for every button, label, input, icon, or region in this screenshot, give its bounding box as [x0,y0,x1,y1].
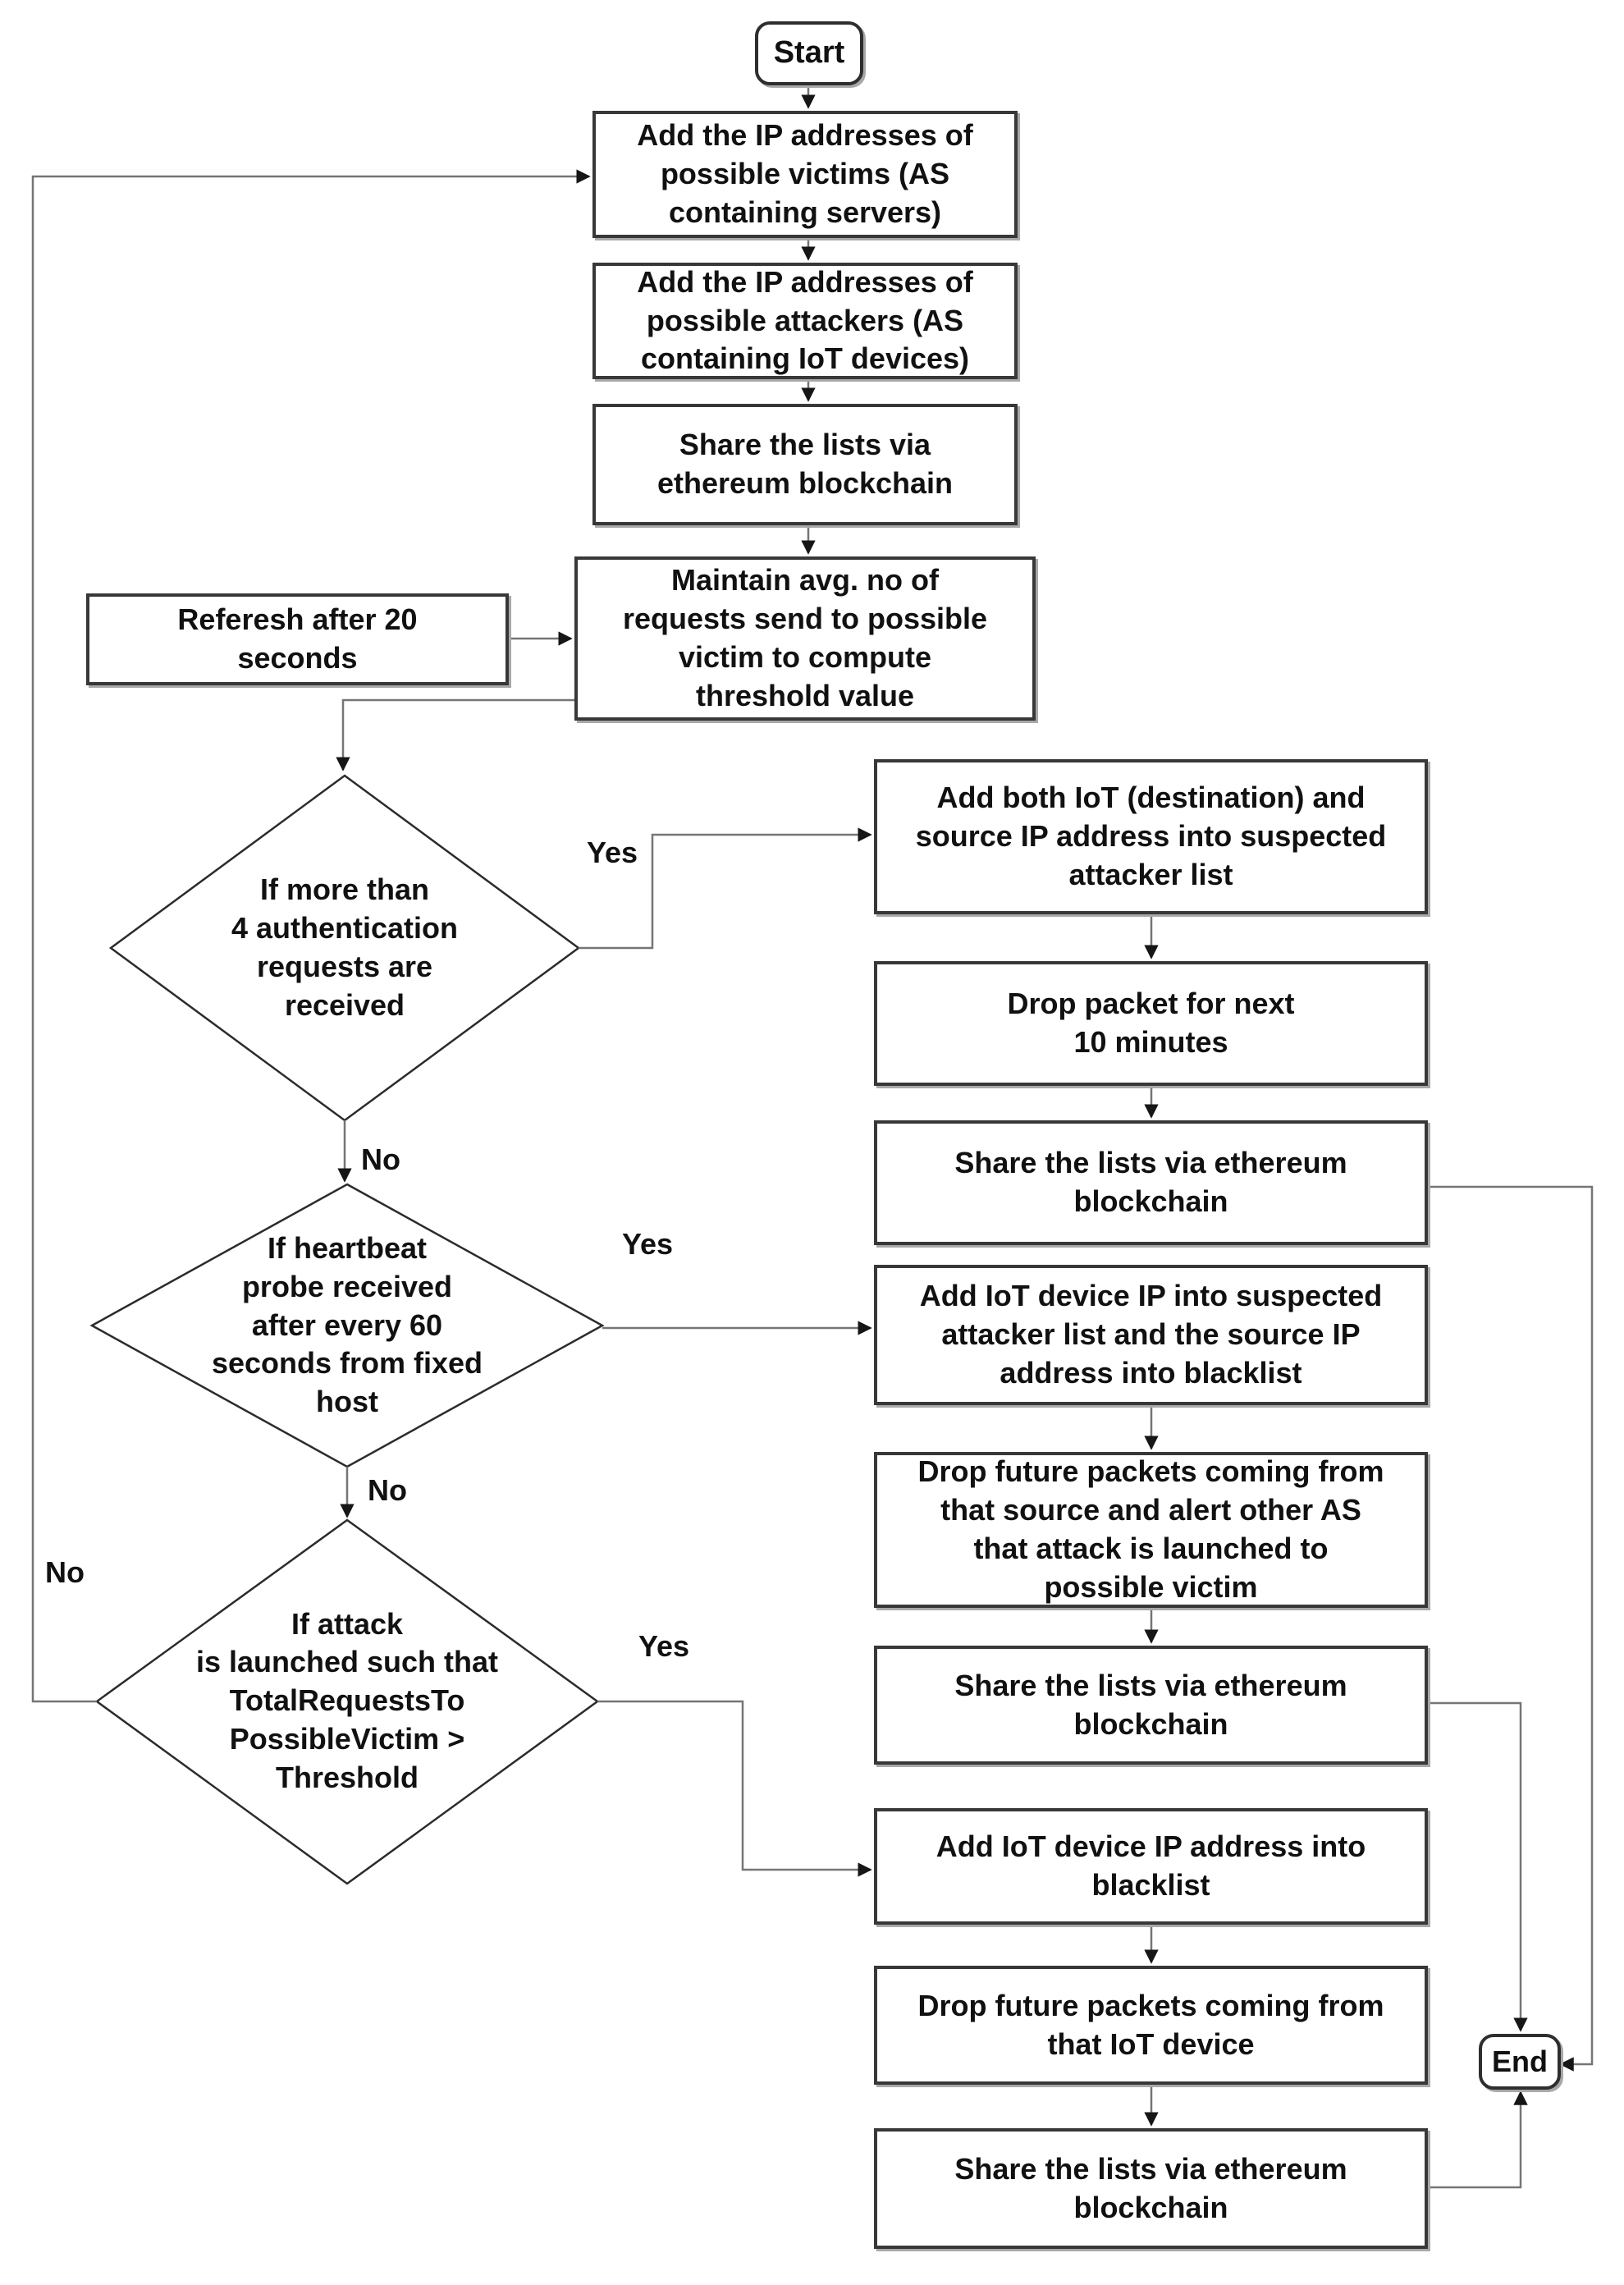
process-add-iot-suspected: Add IoT device IP into suspected attacke… [874,1265,1428,1405]
start-node: Start [755,21,863,85]
process-add-attackers: Add the IP addresses of possible attacke… [592,263,1018,379]
process-share-lists-2: Share the lists via ethereum blockchain [874,1120,1428,1245]
process-add-both-iot: Add both IoT (destination) and source IP… [874,759,1428,914]
edge-label-d1-yes: Yes [587,836,638,869]
process-drop-future-source: Drop future packets coming from that sou… [874,1452,1428,1608]
process-add-iot-blacklist: Add IoT device IP address into blacklist [874,1808,1428,1925]
edge-label-d1-no: No [361,1142,400,1176]
process-share-lists-1: Share the lists via ethereum blockchain [592,404,1018,525]
process-drop-packet-10min: Drop packet for next 10 minutes [874,961,1428,1086]
process-share-lists-4: Share the lists via ethereum blockchain [874,2128,1428,2249]
decision-diamond-attack [94,1518,600,1885]
decision-auth-label: If more than 4 authentication requests a… [231,872,459,1022]
decision-heartbeat-label: If heartbeat probe received after every … [211,1231,483,1419]
process-refresh: Referesh after 20 seconds [86,593,509,685]
edge-label-d3-yes: Yes [638,1629,690,1663]
edge-label-d2-yes: Yes [622,1227,674,1261]
process-maintain-avg: Maintain avg. no of requests send to pos… [574,556,1036,721]
edge-label-d2-no: No [368,1473,407,1507]
process-drop-future-iot: Drop future packets coming from that IoT… [874,1966,1428,2085]
decision-attack-label: If attack is launched such that TotalReq… [195,1606,499,1794]
edge-label-d3-no: No [45,1555,85,1589]
process-add-victims: Add the IP addresses of possible victims… [592,111,1018,238]
end-node: End [1479,2034,1561,2090]
flow-arrows [31,85,1594,2189]
process-share-lists-3: Share the lists via ethereum blockchain [874,1646,1428,1765]
